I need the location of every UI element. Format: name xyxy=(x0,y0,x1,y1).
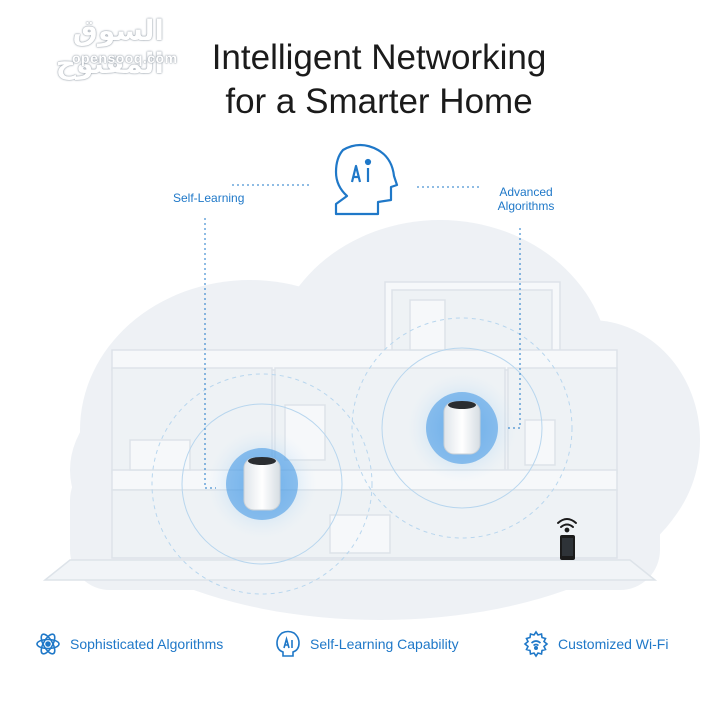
callout-advanced-algorithms: Advanced Algorithms xyxy=(496,185,556,213)
watermark-arabic: السوق المفتوح xyxy=(55,14,164,80)
headline-line-1: Intelligent Networking xyxy=(211,38,547,77)
callout-self-learning: Self-Learning xyxy=(173,191,245,205)
watermark-latin: opensooq.com xyxy=(72,50,178,66)
feature-customized-wifi: Customized Wi-Fi xyxy=(522,630,668,658)
callout-right-line-2: Algorithms xyxy=(497,199,555,213)
ai-badge-icon xyxy=(276,630,300,657)
gear-wifi-icon xyxy=(523,630,549,658)
watermark: السوق المفتوح opensooq.com xyxy=(14,14,177,80)
smartphone-icon xyxy=(560,535,575,560)
feature-label: Self-Learning Capability xyxy=(310,636,459,652)
router-right xyxy=(443,401,481,455)
callout-right-line-1: Advanced xyxy=(499,185,553,199)
headline-line-2: for a Smarter Home xyxy=(225,82,533,121)
headline: Intelligent Networking for a Smarter Hom… xyxy=(0,36,720,124)
feature-self-learning-capability: Self-Learning Capability xyxy=(274,630,459,658)
router-left xyxy=(243,457,281,511)
ai-head-icon xyxy=(334,143,399,216)
feature-label: Sophisticated Algorithms xyxy=(70,636,224,652)
signal-waves xyxy=(151,317,573,595)
feature-sophisticated-algorithms: Sophisticated Algorithms xyxy=(34,630,223,658)
wifi-icon xyxy=(557,518,577,533)
feature-label: Customized Wi-Fi xyxy=(558,636,669,652)
atom-icon xyxy=(36,633,60,655)
callout-lines xyxy=(204,184,521,489)
